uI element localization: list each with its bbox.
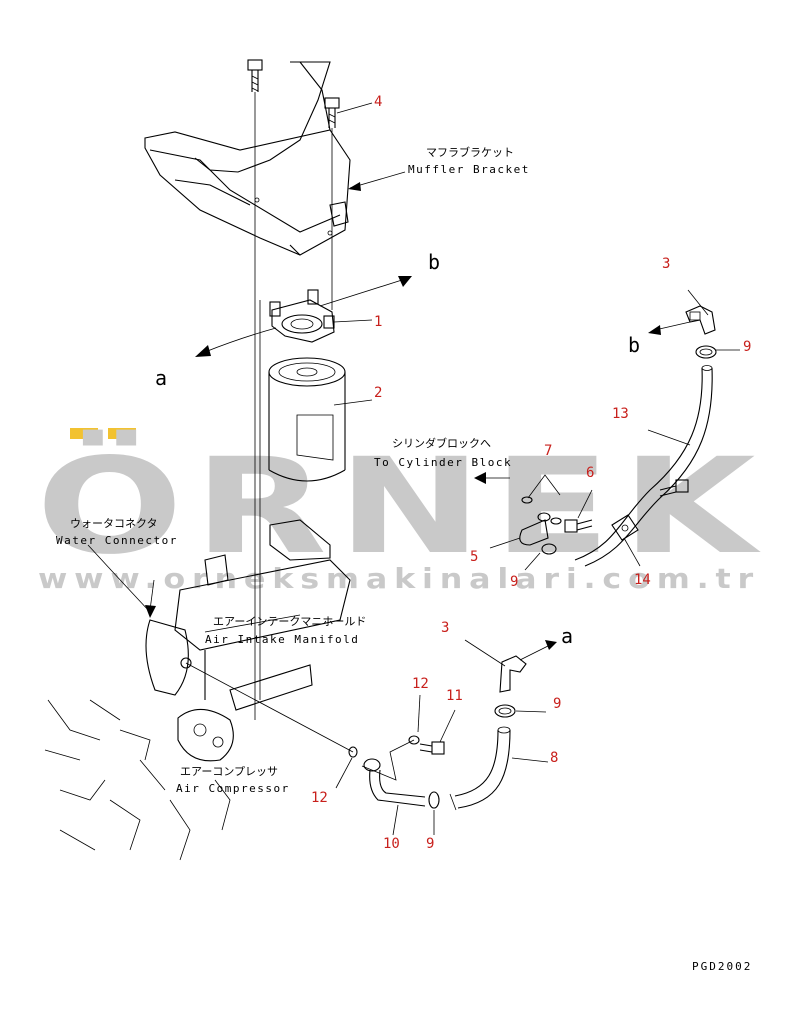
label-air-compressor-jp: エアーコンプレッサ [180, 765, 278, 778]
filter-head [269, 289, 335, 343]
part-number-13: 13 [612, 406, 629, 422]
arrow-letter-b-right: b [628, 333, 640, 357]
clamp-9-bottom [428, 791, 440, 809]
label-air-intake-manifold-en: Air Intake Manifold [205, 633, 359, 646]
leader-lines [87, 102, 740, 836]
watermark-logo: ÖRNEK [36, 430, 766, 584]
top-bolt [247, 59, 263, 92]
part-number-12-left: 12 [311, 790, 328, 806]
part-number-4: 4 [374, 94, 382, 110]
fitting-5 [519, 512, 551, 546]
arrow-letters: b a b a [155, 250, 640, 648]
part-number-10: 10 [383, 836, 400, 852]
hose-8 [449, 726, 511, 811]
part-numbers: 4 1 2 3 9 13 7 6 5 9 14 3 12 11 9 8 12 1… [311, 94, 751, 852]
part-number-8: 8 [550, 750, 558, 766]
guide-line-tube [361, 739, 415, 781]
label-air-intake-manifold-jp: エアーインテークマニホールド [213, 615, 366, 628]
washer-7 [521, 496, 562, 525]
label-water-connector-en: Water Connector [56, 534, 178, 547]
elbow-fitting-top [685, 305, 716, 335]
watermark-umlaut-dot-left [70, 428, 98, 439]
washer-12-top [408, 735, 420, 745]
part-number-9-top: 9 [743, 339, 751, 355]
watermark-umlaut-dot-right [108, 428, 136, 439]
arrow-letter-a-bottom: a [561, 624, 573, 648]
clamp-9-top [695, 345, 717, 359]
component-labels: マフラブラケット Muffler Bracket シリンダブロックへ To Cy… [56, 145, 530, 795]
filter-element [268, 357, 346, 482]
arrow-letter-b-top: b [428, 250, 440, 274]
clip-14 [611, 514, 639, 541]
washer-12-left [348, 746, 358, 758]
part-number-12-top: 12 [412, 676, 429, 692]
label-muffler-bracket-jp: マフラブラケット [426, 145, 514, 159]
drawing-code: PGD2002 [692, 960, 752, 973]
part-number-9-bottom: 9 [426, 836, 434, 852]
muffler-bracket [144, 61, 351, 256]
part-number-3-top: 3 [662, 256, 670, 272]
bolt-near-14 [659, 479, 689, 497]
part-number-6: 6 [586, 465, 594, 481]
label-air-compressor-en: Air Compressor [176, 782, 290, 795]
clamp-9-right [494, 704, 516, 718]
part-number-14: 14 [634, 572, 651, 588]
tube-10 [363, 758, 426, 807]
guide-line-compressor [185, 662, 354, 753]
label-to-cylinder-block-en: To Cylinder Block [374, 456, 512, 469]
label-to-cylinder-block-jp: シリンダブロックへ [392, 436, 491, 450]
part-number-7: 7 [544, 443, 552, 459]
part-number-5: 5 [470, 549, 478, 565]
watermark-url: www.orneksmakinalari.com.tr [38, 562, 760, 595]
hose-13 [574, 365, 713, 567]
engine-block [44, 519, 351, 861]
part-number-9-right: 9 [553, 696, 561, 712]
bolt-6 [564, 519, 593, 533]
bolt-11 [419, 741, 445, 755]
part-number-1: 1 [374, 314, 382, 330]
part-number-2: 2 [374, 385, 382, 401]
part-number-11: 11 [446, 688, 463, 704]
arrow-letter-a-left: a [155, 366, 167, 390]
clamp-9-mid [541, 543, 557, 555]
bolt-4 [324, 97, 340, 310]
elbow-fitting-bottom [499, 655, 527, 693]
label-water-connector-jp: ウォータコネクタ [70, 517, 158, 530]
label-muffler-bracket-en: Muffler Bracket [408, 163, 530, 176]
part-number-3-bottom: 3 [441, 620, 449, 636]
part-number-9-mid: 9 [510, 574, 518, 590]
watermark: ÖRNEK www.orneksmakinalari.com.tr [36, 428, 766, 595]
